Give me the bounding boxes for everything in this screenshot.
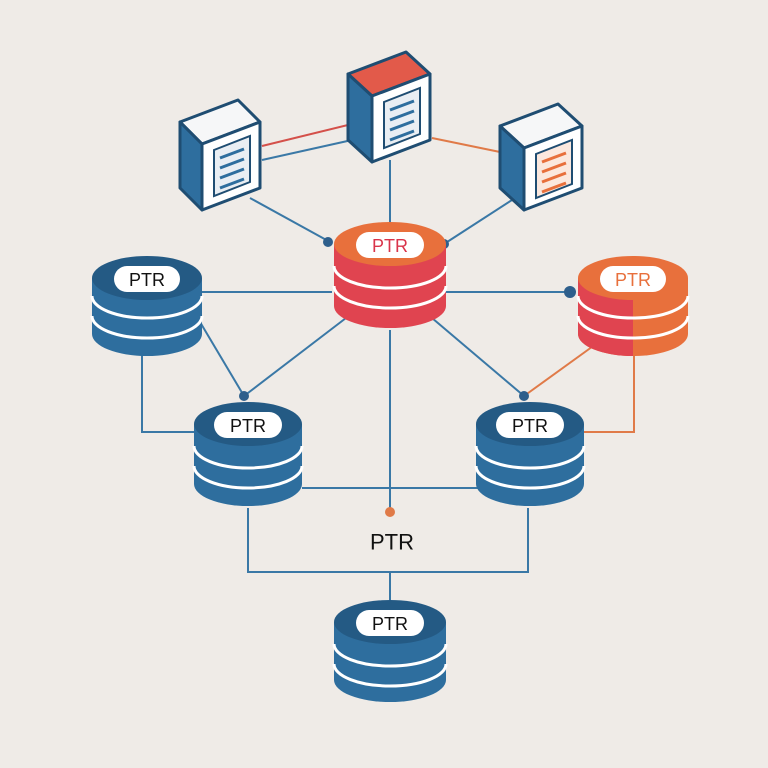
db-right-label: PTR xyxy=(615,270,651,290)
database-icon: PTR xyxy=(332,600,448,702)
servers xyxy=(178,50,584,212)
connector-server-left-db xyxy=(249,197,331,243)
connector-left-midleft-2 xyxy=(141,356,194,433)
connector-center-midleft xyxy=(243,317,347,397)
connector-server-left-center-2 xyxy=(261,139,353,161)
connector-right-midright-2 xyxy=(584,356,635,433)
database-icon: PTR xyxy=(474,402,586,506)
server-center-icon xyxy=(346,50,432,164)
database-icon: PTR xyxy=(90,256,204,356)
connector-center-midright xyxy=(431,317,525,397)
database-icon: PTR xyxy=(576,256,690,356)
connector-left-midleft-1 xyxy=(199,321,245,397)
db-top-center-label: PTR xyxy=(372,236,408,256)
connector-server-left-center xyxy=(261,123,353,147)
server-right-icon xyxy=(498,102,584,212)
database-icon: PTR xyxy=(192,402,304,506)
connections xyxy=(141,123,635,600)
server-left-icon xyxy=(178,98,262,212)
dot xyxy=(564,286,576,298)
database-icon: PTR xyxy=(332,222,448,328)
db-mid-left-label: PTR xyxy=(230,416,266,436)
dot xyxy=(519,391,529,401)
db-bottom-label: PTR xyxy=(372,614,408,634)
center-ptr-label: PTR xyxy=(370,530,414,555)
connector-right-midright-1 xyxy=(523,343,597,397)
db-left-label: PTR xyxy=(129,270,165,290)
connector-server-right-db xyxy=(443,199,513,245)
connector-server-center-right xyxy=(431,137,501,153)
db-mid-right-label: PTR xyxy=(512,416,548,436)
dot xyxy=(385,507,395,517)
databases: PTR PTR PTR PTR xyxy=(90,222,690,702)
dot xyxy=(323,237,333,247)
connector-bottom-tree xyxy=(247,508,529,573)
dot xyxy=(239,391,249,401)
